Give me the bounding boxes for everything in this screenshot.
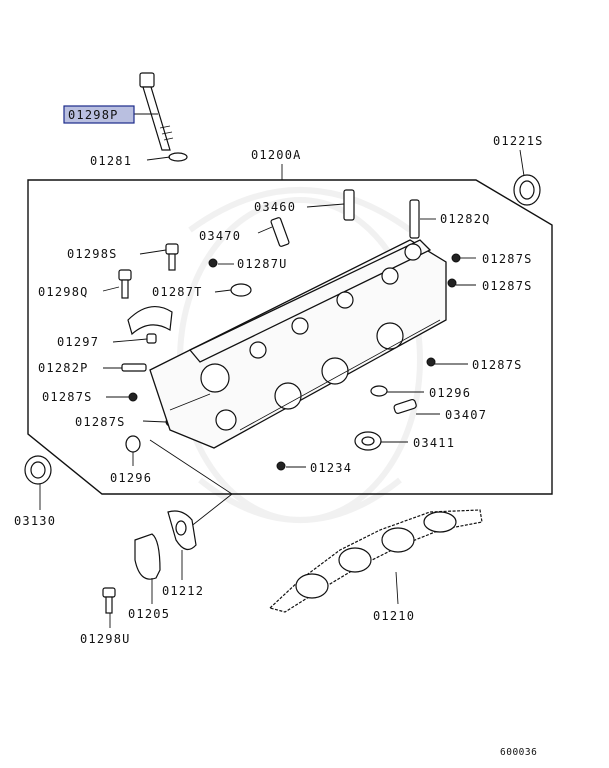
plug-s-r2-part bbox=[447, 278, 457, 288]
leader-lines bbox=[39, 113, 525, 628]
plug-s-r1-part bbox=[451, 253, 461, 263]
stud-top-part bbox=[343, 189, 355, 221]
label-plug-s-l1[interactable]: 01287S bbox=[42, 390, 93, 404]
label-stud-top[interactable]: 03460 bbox=[254, 200, 296, 214]
label-gasket-head[interactable]: 01210 bbox=[373, 609, 415, 623]
plug-s-r3-part bbox=[426, 357, 436, 367]
label-seal-r[interactable]: 03407 bbox=[445, 408, 487, 422]
label-plug-s-r2[interactable]: 01287S bbox=[482, 279, 533, 293]
label-seal-left[interactable]: 03130 bbox=[14, 514, 56, 528]
label-gasket-small[interactable]: 01212 bbox=[162, 584, 204, 598]
seal-ring-right-part bbox=[513, 174, 541, 206]
stud-right-part bbox=[409, 199, 420, 239]
label-bolt-long[interactable]: 01298P bbox=[68, 108, 119, 122]
plug-u-part bbox=[208, 258, 218, 268]
seal-large-part bbox=[354, 431, 382, 451]
label-bolt-s[interactable]: 01298S bbox=[67, 247, 118, 261]
ring-l-part bbox=[125, 435, 141, 453]
plug-bottom-part bbox=[276, 461, 286, 471]
cylinder-head-body bbox=[149, 239, 447, 449]
label-plug-s-r3[interactable]: 01287S bbox=[472, 358, 523, 372]
label-pin[interactable]: 01297 bbox=[57, 335, 99, 349]
label-ring-r[interactable]: 01296 bbox=[429, 386, 471, 400]
dowel-part bbox=[270, 217, 290, 247]
label-bolt-q[interactable]: 01298Q bbox=[38, 285, 89, 299]
bearing-cap-part bbox=[127, 305, 173, 336]
label-plug-u[interactable]: 01287U bbox=[237, 257, 288, 271]
label-bolt-u[interactable]: 01298U bbox=[80, 632, 131, 646]
washer-part bbox=[168, 152, 188, 162]
label-seal-large[interactable]: 03411 bbox=[413, 436, 455, 450]
seal-r-part bbox=[393, 398, 417, 414]
plug-s-l1-part bbox=[128, 392, 138, 402]
label-dowel[interactable]: 03470 bbox=[199, 229, 241, 243]
label-head-assembly[interactable]: 01200A bbox=[251, 148, 302, 162]
seal-left-part bbox=[24, 455, 52, 485]
cover-plate-part bbox=[134, 533, 161, 580]
highlight-box bbox=[63, 105, 135, 124]
ring-r-part bbox=[370, 385, 388, 397]
head-gasket-part bbox=[268, 509, 483, 613]
small-gasket-part bbox=[167, 510, 197, 551]
plug-t-part bbox=[230, 283, 252, 297]
label-cover[interactable]: 01205 bbox=[128, 607, 170, 621]
stud-p-part bbox=[121, 363, 147, 372]
label-washer[interactable]: 01281 bbox=[90, 154, 132, 168]
label-ring-l[interactable]: 01296 bbox=[110, 471, 152, 485]
long-bolt-part bbox=[139, 72, 174, 151]
label-plug-t[interactable]: 01287T bbox=[152, 285, 203, 299]
label-plug-s-l2[interactable]: 01287S bbox=[75, 415, 126, 429]
label-seal-right[interactable]: 01221S bbox=[493, 134, 544, 148]
bolt-q-part bbox=[118, 269, 132, 299]
bracket-line bbox=[149, 439, 233, 536]
label-plug-s-r1[interactable]: 01287S bbox=[482, 252, 533, 266]
label-plug-bottom[interactable]: 01234 bbox=[310, 461, 352, 475]
label-stud-right[interactable]: 01282Q bbox=[440, 212, 491, 226]
head-assembly-frame bbox=[27, 179, 553, 495]
pin-part bbox=[146, 333, 157, 344]
bolt-s-part bbox=[165, 243, 179, 271]
label-stud-p[interactable]: 01282P bbox=[38, 361, 89, 375]
diagram-code: 600036 bbox=[500, 747, 537, 758]
bolt-u-part bbox=[102, 587, 116, 614]
